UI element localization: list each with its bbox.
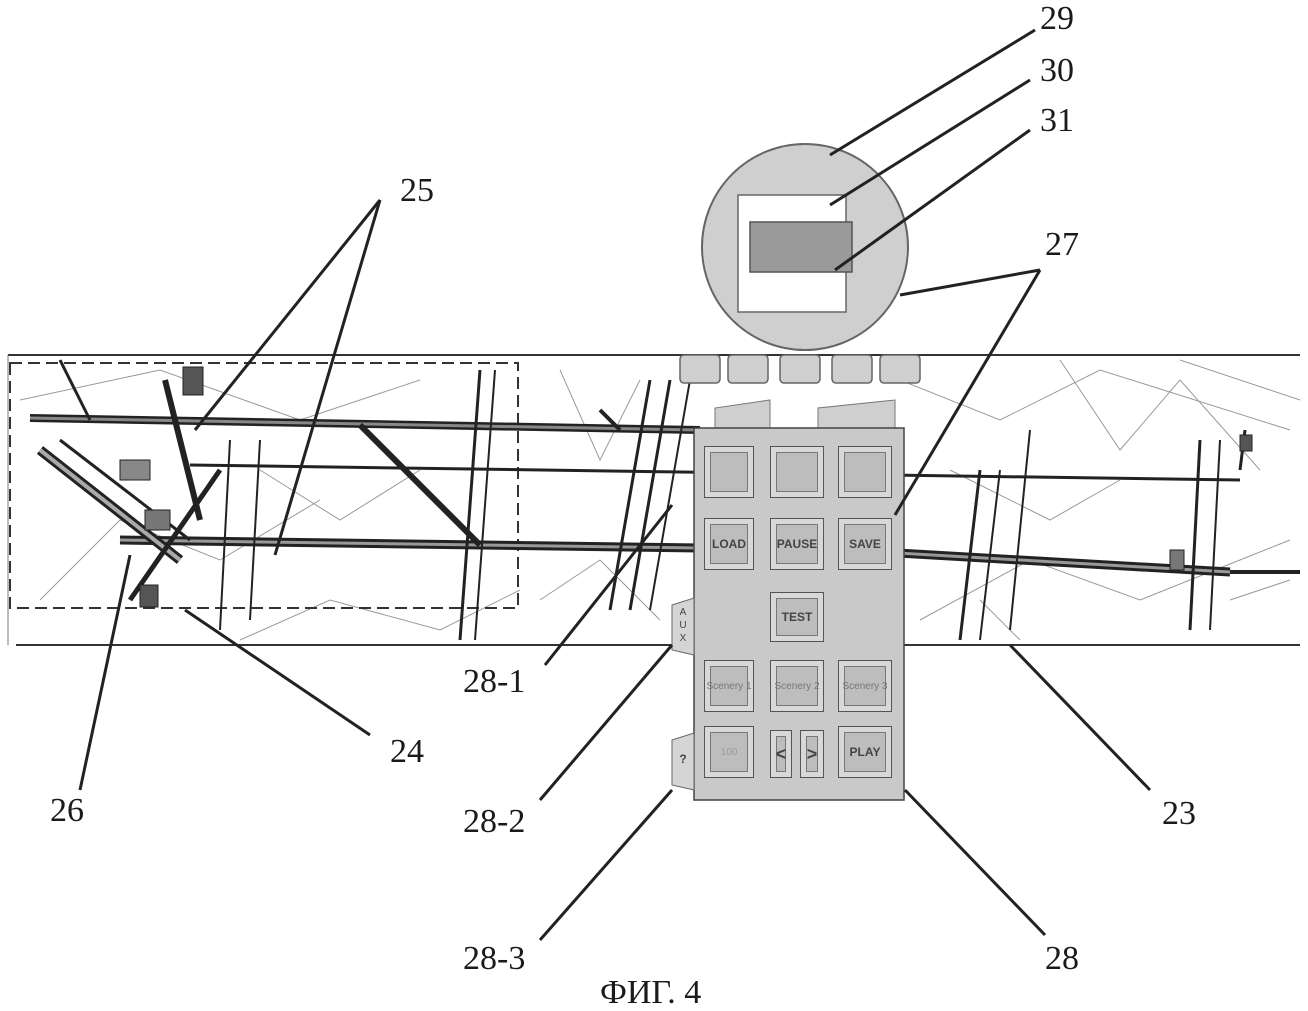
- aux-tab[interactable]: A U X: [674, 606, 692, 650]
- test-button[interactable]: TEST: [770, 592, 824, 642]
- pipeline-structure: [30, 360, 1300, 640]
- callout-27: 27: [1045, 228, 1079, 262]
- play-button[interactable]: PLAY: [838, 726, 892, 778]
- callout-24: 24: [390, 735, 424, 769]
- callout-26: 26: [50, 794, 84, 828]
- scenery-3-button[interactable]: Scenery 3: [838, 660, 892, 712]
- load-button[interactable]: LOAD: [704, 518, 754, 570]
- callout-28: 28: [1045, 942, 1079, 976]
- panel-button-top-2[interactable]: [770, 446, 824, 498]
- callout-23: 23: [1162, 797, 1196, 831]
- leader-lines: [80, 30, 1150, 940]
- value-100-button[interactable]: 100: [704, 726, 754, 778]
- callout-31: 31: [1040, 104, 1074, 138]
- scenery-2-button[interactable]: Scenery 2: [770, 660, 824, 712]
- callout-28-1: 28-1: [463, 665, 525, 699]
- panel-button-top-1[interactable]: [704, 446, 754, 498]
- callout-28-3: 28-3: [463, 942, 525, 976]
- panel-button-top-3[interactable]: [838, 446, 892, 498]
- next-button[interactable]: >: [800, 730, 824, 778]
- callout-25: 25: [400, 174, 434, 208]
- callout-29: 29: [1040, 2, 1074, 36]
- prev-button[interactable]: <: [770, 730, 792, 778]
- callout-30: 30: [1040, 54, 1074, 88]
- scenery-1-button[interactable]: Scenery 1: [704, 660, 754, 712]
- pause-button[interactable]: PAUSE: [770, 518, 824, 570]
- save-button[interactable]: SAVE: [838, 518, 892, 570]
- help-tab[interactable]: ?: [674, 752, 692, 772]
- callout-28-2: 28-2: [463, 805, 525, 839]
- figure-caption: ФИГ. 4: [600, 976, 701, 1010]
- top-key-row: [680, 355, 920, 383]
